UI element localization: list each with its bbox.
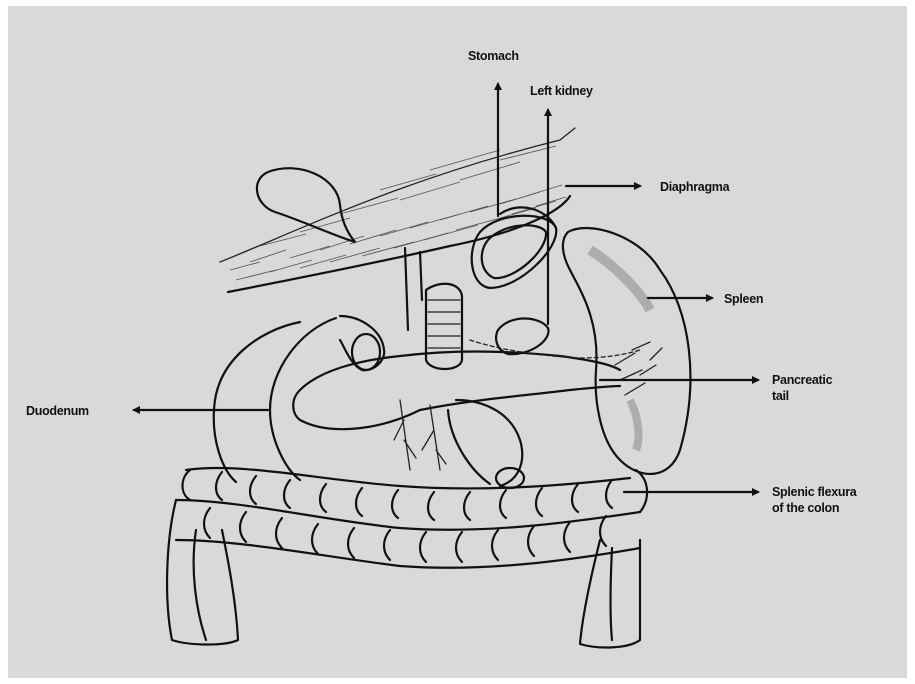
label-diaphragma: Diaphragma — [660, 180, 731, 194]
aorta-drawing — [405, 248, 462, 369]
spleen-drawing — [563, 228, 690, 474]
liver-lobe-drawing — [257, 168, 355, 242]
colon-drawing — [167, 468, 647, 648]
label-duodenum: Duodenum — [26, 404, 89, 418]
stomach-drawing — [472, 207, 557, 288]
label-pancreatic-tail-line2: tail — [772, 389, 789, 403]
label-stomach: Stomach — [468, 49, 519, 63]
label-splenic-flexura-line1: Splenic flexura — [772, 485, 858, 499]
label-pancreatic-tail-line1: Pancreatic — [772, 373, 833, 387]
pointer-lines — [134, 84, 758, 492]
label-left-kidney: Left kidney — [530, 84, 593, 98]
label-splenic-flexura-line2: of the colon — [772, 501, 839, 515]
label-spleen: Spleen — [724, 292, 763, 306]
